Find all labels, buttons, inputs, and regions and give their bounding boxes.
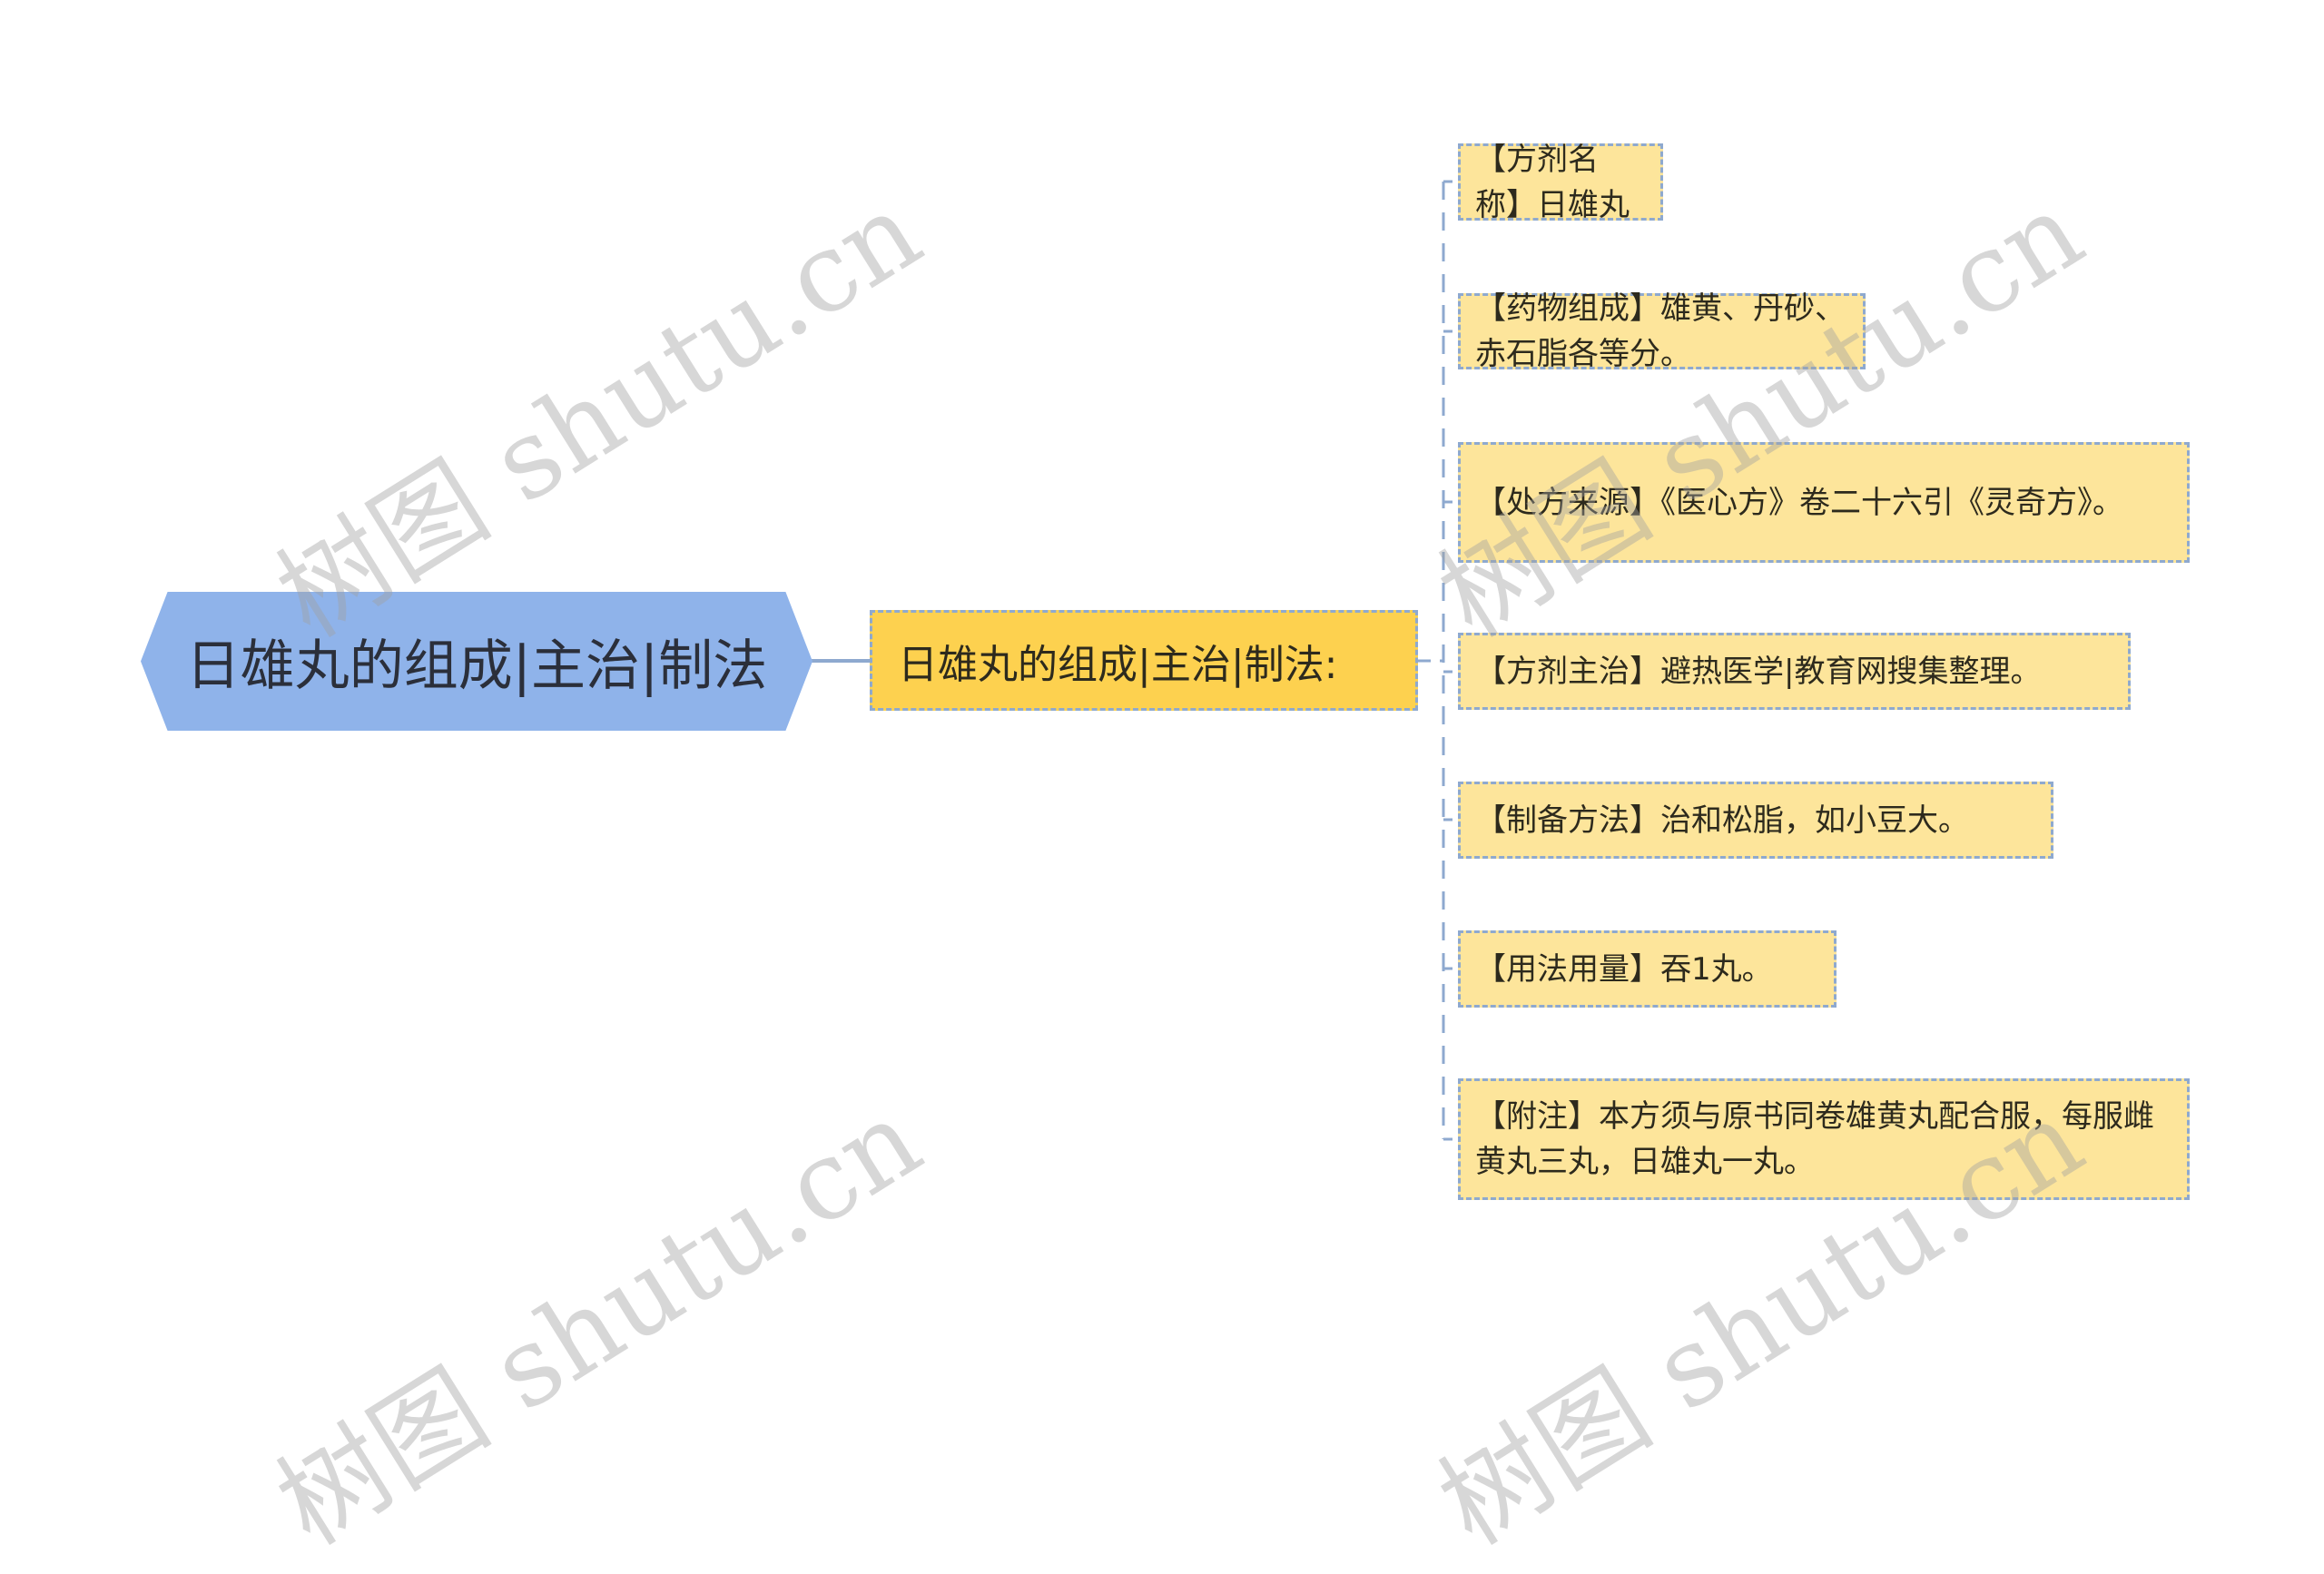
leaf-node-formula-name[interactable]: 【方剂名称】日雄丸 (1458, 142, 1663, 223)
leaf-label: 【处方来源】《医心方》卷二十六引《灵奇方》。 (1475, 484, 2123, 521)
leaf-node-preparation[interactable]: 【制备方法】治和松脂，如小豆大。 (1458, 782, 2053, 859)
root-node[interactable]: 日雄丸的组成|主治|制法 (141, 592, 812, 731)
leaf-node-notes[interactable]: 【附注】本方须与原书同卷雄黄丸配合服，每服雌黄丸三丸，日雄丸一丸。 (1458, 1078, 2190, 1200)
subtopic-node[interactable]: 日雄丸的组成|主治|制法: (870, 610, 1418, 711)
connector-lines (810, 180, 1458, 1141)
leaf-node-dosage[interactable]: 【用法用量】吞1丸。 (1458, 930, 1837, 1008)
mindmap-canvas: 日雄丸的组成|主治|制法 日雄丸的组成|主治|制法: 【方剂名称】日雄丸 【药物… (141, 142, 2190, 1569)
leaf-node-ingredients[interactable]: 【药物组成】雄黄、丹砂、赤石脂各等分。 (1458, 290, 1866, 372)
leaf-label: 【方剂名称】日雄丸 (1475, 141, 1630, 223)
subtopic-node-label: 日雄丸的组成|主治|制法: (898, 641, 1338, 688)
leaf-label: 【药物组成】雄黄、丹砂、赤石脂各等分。 (1475, 290, 1846, 372)
leaf-label: 【附注】本方须与原书同卷雄黄丸配合服，每服雌黄丸三丸，日雄丸一丸。 (1475, 1098, 2154, 1180)
root-node-label: 日雄丸的组成|主治|制法 (185, 635, 768, 698)
leaf-node-source[interactable]: 【处方来源】《医心方》卷二十六引《灵奇方》。 (1458, 442, 2190, 563)
leaf-label: 【方剂主治】避热医学|教育网搜集整理。 (1475, 653, 2042, 690)
leaf-node-indications[interactable]: 【方剂主治】避热医学|教育网搜集整理。 (1458, 633, 2131, 710)
leaf-label: 【用法用量】吞1丸。 (1475, 950, 1773, 988)
leaf-label: 【制备方法】治和松脂，如小豆大。 (1475, 802, 1969, 839)
